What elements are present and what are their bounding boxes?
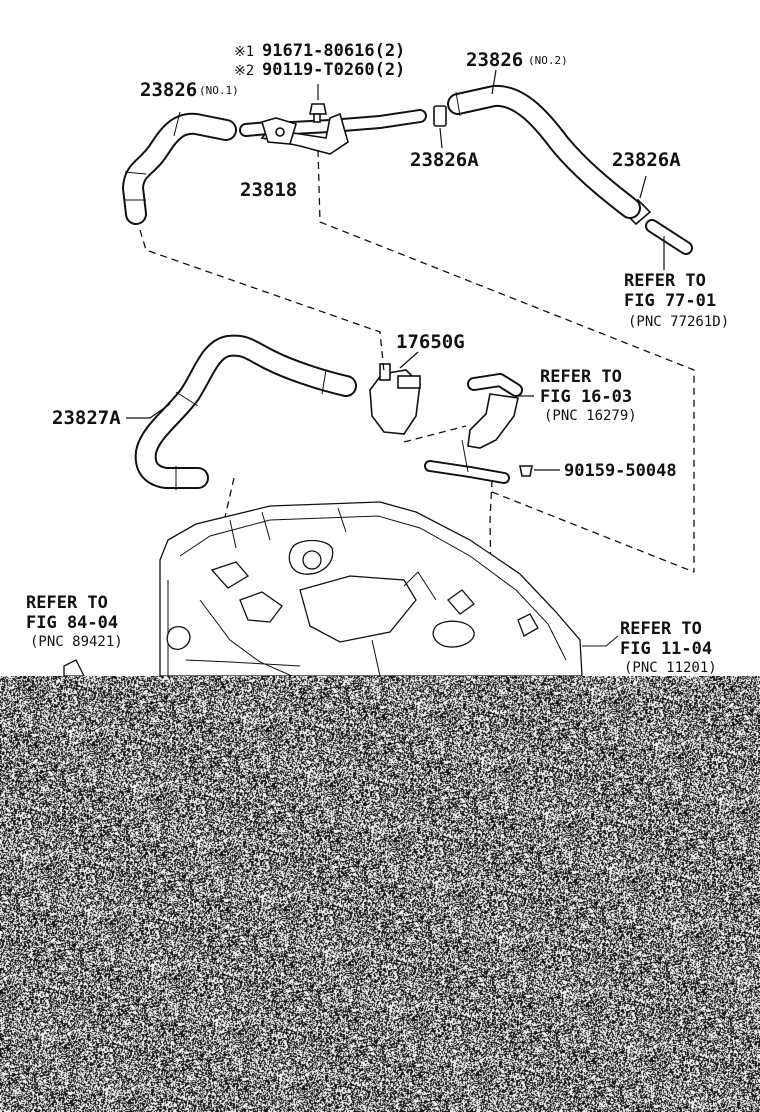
bracket-assembly bbox=[424, 373, 534, 484]
label-17650G: 17650G bbox=[396, 331, 465, 353]
refer-16-line3: (PNC 16279) bbox=[544, 408, 637, 424]
valve-17650G bbox=[369, 351, 421, 435]
label-23826-no1: 23826 bbox=[140, 79, 197, 101]
refer-fig-77-01[interactable]: REFER TO FIG 77-01 (PNC 77261D) bbox=[624, 271, 729, 330]
refer-11-line1: REFER TO bbox=[620, 619, 702, 639]
label-bolt-mark-2: ※2 bbox=[234, 63, 254, 79]
refer-84-line2: FIG 84-04 bbox=[26, 613, 118, 633]
refer-77-line1: REFER TO bbox=[624, 271, 706, 291]
label-23826-no2: 23826 bbox=[466, 49, 523, 71]
refer-11-line2: FIG 11-04 bbox=[620, 639, 712, 659]
hose-23826-no2 bbox=[447, 69, 641, 219]
label-bolt-91671: 91671-80616(2) bbox=[262, 41, 405, 61]
refer-11-line3: (PNC 11201) bbox=[624, 660, 717, 676]
label-23826A-left: 23826A bbox=[410, 149, 479, 171]
refer-fig-11-04[interactable]: REFER TO FIG 11-04 (PNC 11201) bbox=[620, 619, 717, 676]
hose-23826-no1 bbox=[122, 111, 237, 225]
label-23826-no2-suffix: (NO.2) bbox=[528, 54, 568, 67]
refer-16-line2: FIG 16-03 bbox=[540, 387, 632, 407]
label-23826-no1-suffix: (NO.1) bbox=[199, 84, 239, 97]
cylinder-head-cover bbox=[63, 501, 619, 677]
label-23827A: 23827A bbox=[52, 407, 121, 429]
hose-23827A bbox=[126, 334, 357, 490]
refer-84-line3: (PNC 89421) bbox=[30, 634, 123, 650]
refer-84-line1: REFER TO bbox=[26, 593, 108, 613]
bolt-90159 bbox=[519, 465, 560, 477]
refer-fig-16-03[interactable]: REFER TO FIG 16-03 (PNC 16279) bbox=[540, 367, 637, 424]
label-bolt-mark-1: ※1 bbox=[234, 44, 254, 60]
tube-23818 bbox=[239, 109, 427, 155]
label-bolt-90119: 90119-T0260(2) bbox=[262, 60, 405, 80]
label-90159: 90159-50048 bbox=[564, 461, 677, 481]
refer-77-line3: (PNC 77261D) bbox=[628, 314, 729, 330]
refer-77-line2: FIG 77-01 bbox=[624, 291, 716, 311]
noise-region bbox=[0, 676, 760, 1112]
clamp-23826A-left bbox=[433, 105, 447, 149]
pipe-end-77 bbox=[645, 219, 693, 270]
refer-fig-84-04[interactable]: REFER TO FIG 84-04 (PNC 89421) bbox=[26, 593, 123, 650]
label-23818: 23818 bbox=[240, 179, 297, 201]
refer-16-line1: REFER TO bbox=[540, 367, 622, 387]
label-23826A-right: 23826A bbox=[612, 149, 681, 171]
bolt-91671 bbox=[309, 84, 327, 123]
part-labels: 23826 (NO.1) 23826 (NO.2) ※1 91671-80616… bbox=[52, 41, 681, 481]
